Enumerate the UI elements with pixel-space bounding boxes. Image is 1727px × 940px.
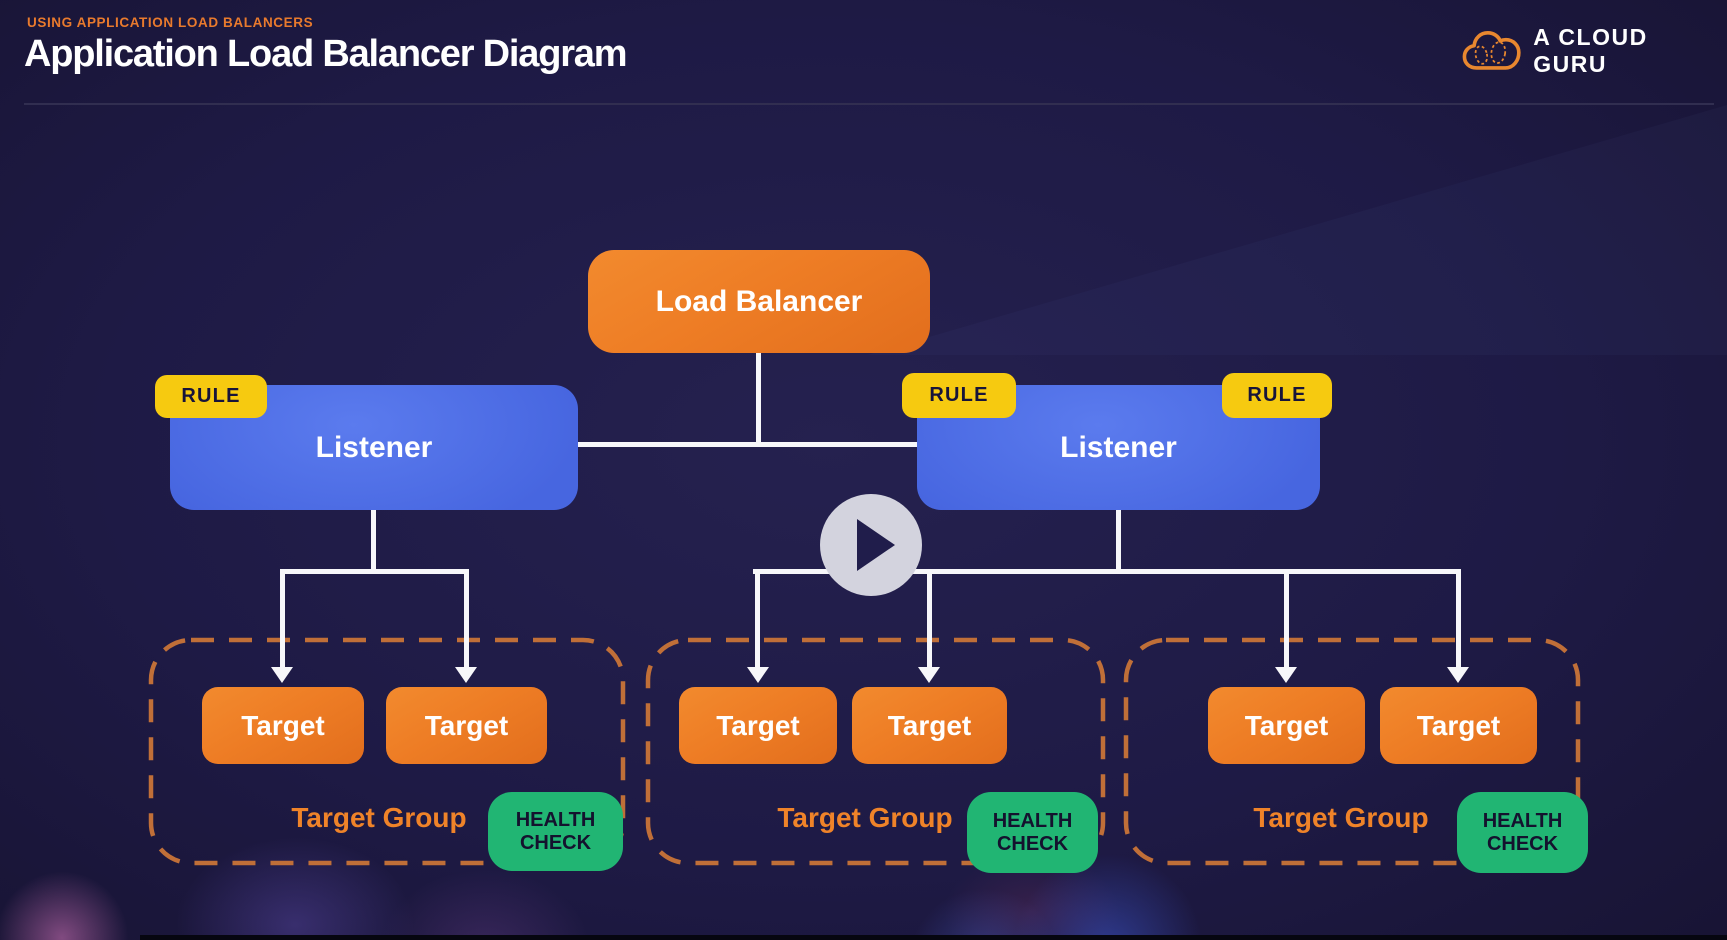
target-group-label: Target Group (1253, 802, 1429, 833)
rule-badge: RULE (1222, 373, 1332, 418)
connector-line (1116, 505, 1121, 571)
rule-badge-label: RULE (1247, 384, 1307, 406)
target-group-label: Target Group (291, 802, 467, 833)
connector-line (464, 569, 469, 668)
target-label: Target (1244, 709, 1329, 741)
health-check-badge: HEALTH CHECK (967, 792, 1098, 873)
connector-line (280, 569, 469, 574)
target-node: Target (1380, 687, 1537, 764)
target-node: Target (852, 687, 1007, 764)
connector-line (371, 505, 376, 571)
brand-logo: A CLOUD GURU (1462, 24, 1727, 78)
listener-label: Listener (1060, 430, 1177, 464)
target-node: Target (679, 687, 837, 764)
brand-name: A CLOUD GURU (1533, 24, 1648, 77)
target-node: Target (1208, 687, 1365, 764)
target-group-label: Target Group (777, 802, 953, 833)
rule-badge: RULE (155, 375, 267, 418)
connector-arrowhead (747, 667, 769, 683)
listener-label: Listener (315, 430, 433, 464)
play-button[interactable] (820, 494, 922, 596)
target-label: Target (1416, 709, 1501, 741)
connector-arrowhead (1447, 667, 1469, 683)
connector-arrowhead (918, 667, 940, 683)
rule-badge-label: RULE (181, 385, 241, 407)
target-label: Target (887, 709, 972, 741)
load-balancer-label: Load Balancer (655, 284, 863, 318)
rule-badge: RULE (902, 373, 1016, 418)
page-title: Application Load Balancer Diagram (24, 33, 628, 75)
eyebrow-label: USING APPLICATION LOAD BALANCERS (27, 15, 314, 30)
background-light-band (867, 105, 1727, 355)
connector-line (1456, 569, 1461, 668)
connector-arrowhead (455, 667, 477, 683)
health-check-label: HEALTH CHECK (992, 810, 1073, 855)
target-label: Target (716, 709, 800, 741)
header-divider (24, 103, 1714, 105)
connector-arrowhead (1275, 667, 1297, 683)
play-icon (857, 519, 895, 571)
connector-line (755, 569, 760, 668)
load-balancer-node: Load Balancer (588, 250, 930, 353)
rule-badge-label: RULE (929, 384, 989, 406)
target-label: Target (424, 709, 509, 741)
health-check-label: HEALTH CHECK (515, 809, 596, 854)
target-label: Target (241, 709, 325, 741)
bottom-edge-bar (140, 935, 1727, 940)
health-check-label: HEALTH CHECK (1482, 810, 1563, 855)
connector-line (577, 442, 918, 447)
health-check-badge: HEALTH CHECK (1457, 792, 1588, 873)
target-node: Target (386, 687, 547, 764)
connector-line (280, 569, 285, 668)
connector-line (927, 569, 932, 668)
connector-line (756, 350, 761, 445)
health-check-badge: HEALTH CHECK (488, 792, 623, 871)
connector-line (1284, 569, 1289, 668)
cloud-icon (1462, 31, 1521, 70)
connector-arrowhead (271, 667, 293, 683)
target-node: Target (202, 687, 364, 764)
